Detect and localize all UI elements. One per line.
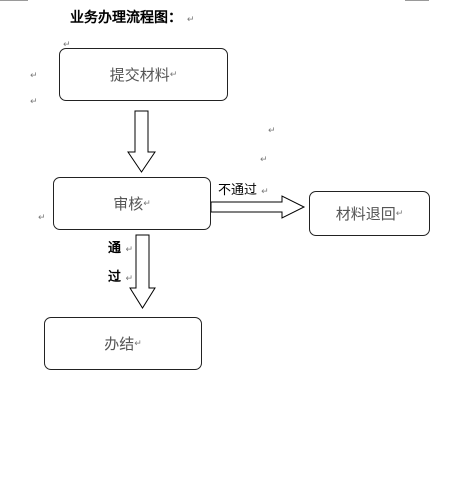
- return-mark-icon: ↵: [125, 245, 134, 255]
- node-finish: 办结 ↵: [44, 317, 202, 370]
- node-submit-label: 提交材料: [109, 66, 170, 84]
- page-title: 业务办理流程图： ↵: [70, 7, 194, 27]
- arrow-review-to-finish: [129, 234, 156, 309]
- return-mark-icon: ↵: [38, 213, 46, 223]
- return-mark-icon: ↵: [63, 40, 71, 50]
- node-return-materials: 材料退回 ↵: [309, 191, 430, 236]
- return-mark-icon: ↵: [30, 97, 38, 107]
- page-top-border-right: [405, 0, 429, 1]
- arrow-submit-to-review: [127, 110, 156, 173]
- return-mark-icon: ↵: [260, 155, 268, 165]
- return-mark-icon: ↵: [125, 274, 134, 284]
- return-mark-icon: ↵: [186, 15, 195, 25]
- return-mark-icon: ↵: [134, 338, 142, 349]
- edge-label-fail: 不通过 ↵: [218, 179, 269, 198]
- node-return-label: 材料退回: [335, 205, 396, 223]
- return-mark-icon: ↵: [261, 187, 269, 197]
- edge-label-pass-text-2: 过: [108, 270, 122, 285]
- edge-label-pass-line2: 过 ↵: [108, 266, 133, 285]
- node-finish-label: 办结: [104, 335, 135, 353]
- edge-label-fail-text: 不通过: [218, 183, 258, 198]
- edge-label-pass-text-1: 通: [108, 241, 122, 256]
- return-mark-icon: ↵: [268, 126, 276, 136]
- return-mark-icon: ↵: [30, 71, 38, 81]
- page-top-border-left: [0, 0, 28, 1]
- arrow-review-to-reject: [210, 195, 306, 219]
- return-mark-icon: ↵: [395, 208, 404, 219]
- return-mark-icon: ↵: [169, 69, 178, 80]
- node-review: 审核 ↵: [53, 177, 211, 230]
- return-mark-icon: ↵: [143, 198, 151, 209]
- node-review-label: 审核: [113, 195, 144, 213]
- page-title-text: 业务办理流程图：: [70, 10, 182, 26]
- node-submit-materials: 提交材料 ↵: [59, 48, 228, 101]
- edge-label-pass-line1: 通 ↵: [108, 237, 133, 256]
